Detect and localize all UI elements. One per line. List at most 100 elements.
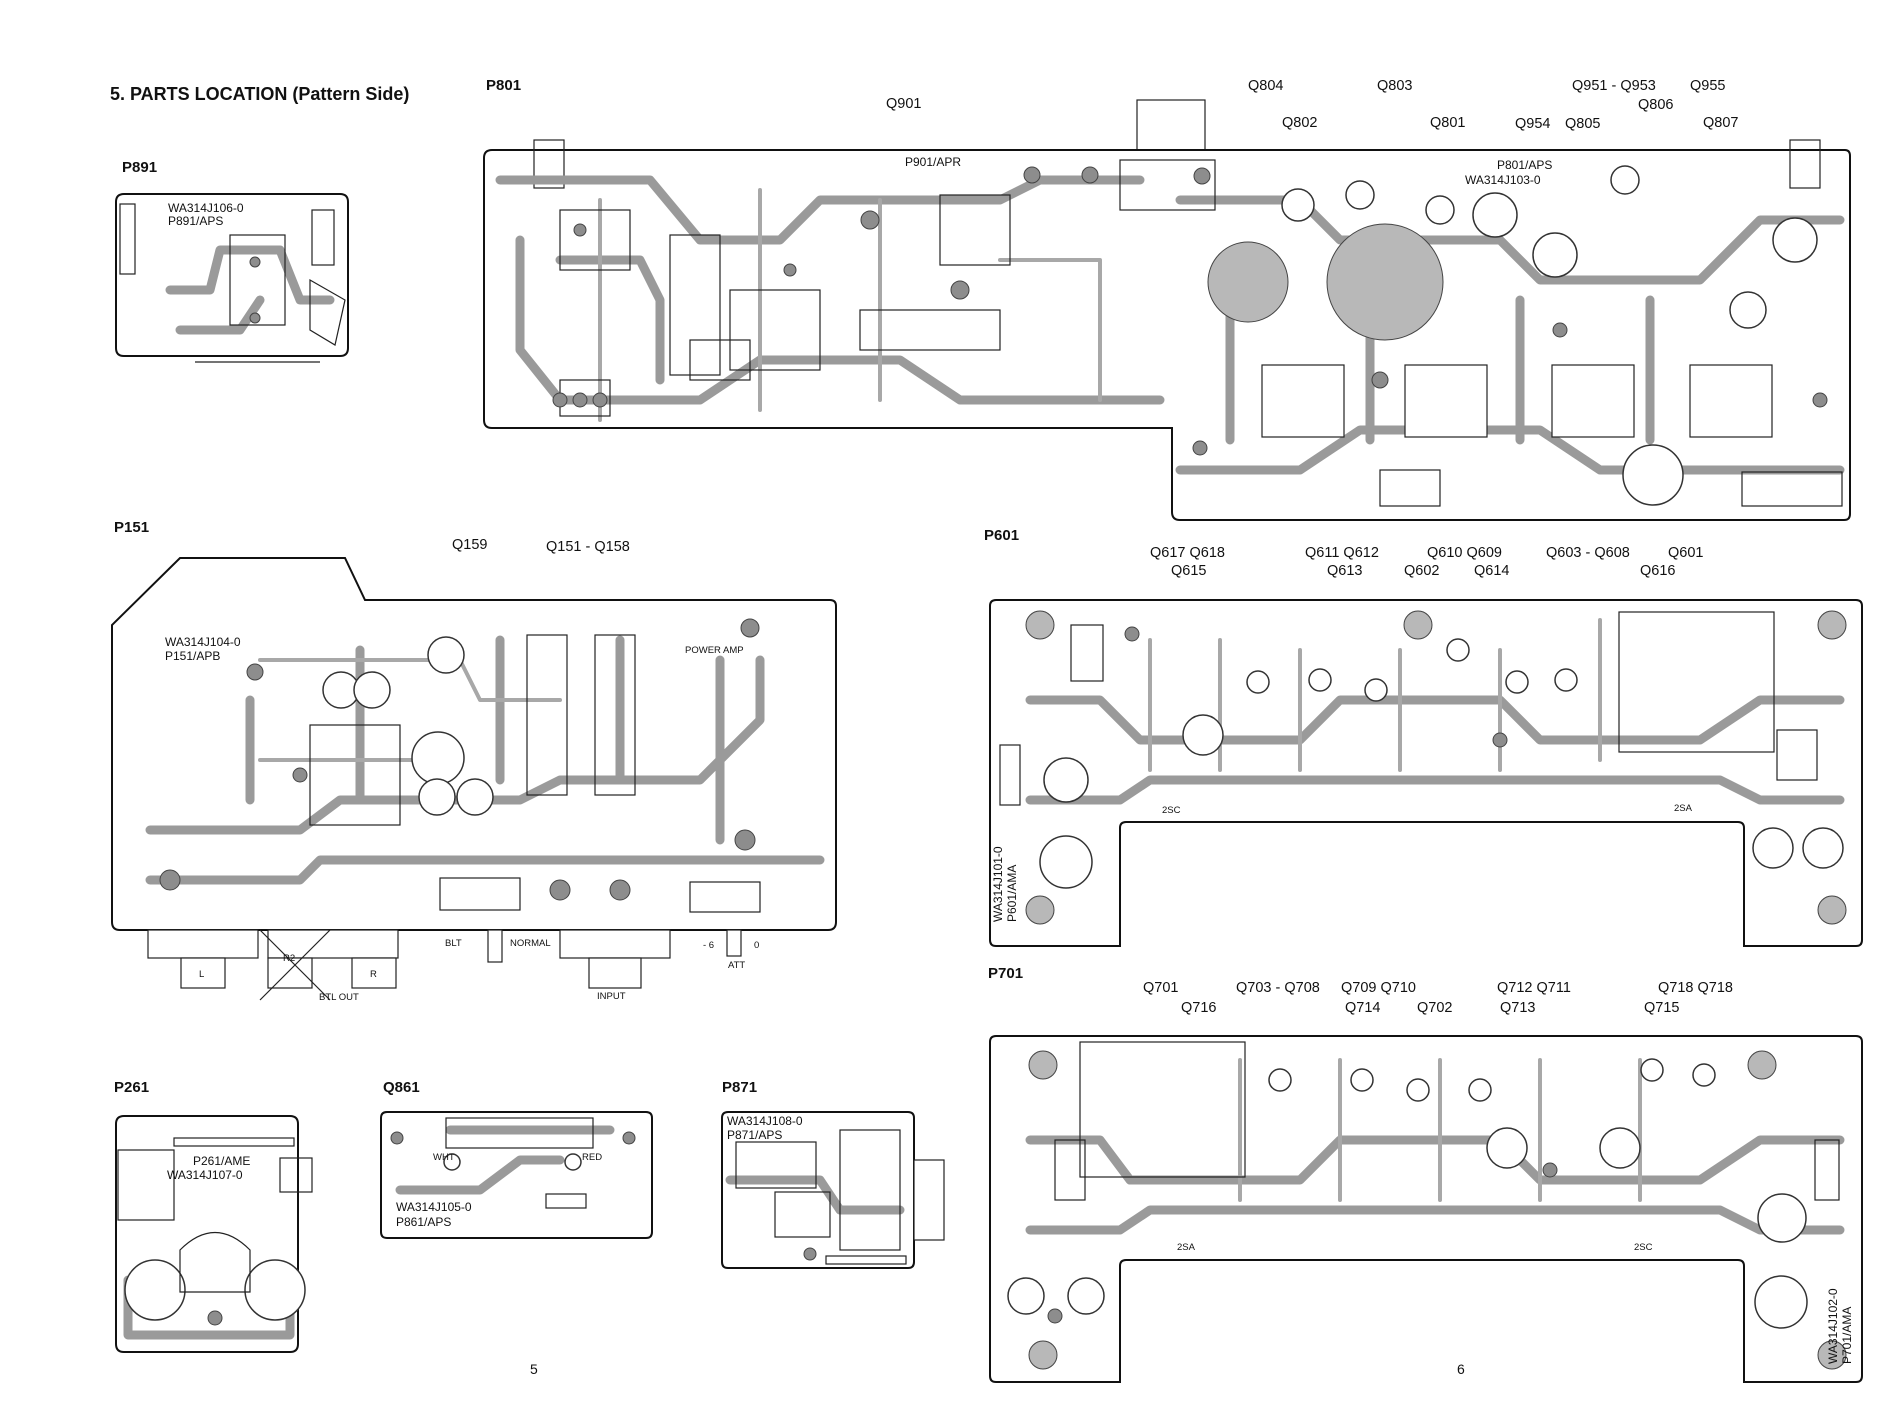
transistor	[1246, 670, 1270, 694]
trace	[165, 245, 335, 305]
transistor	[1364, 678, 1388, 702]
fuse-holder	[311, 209, 335, 266]
component	[859, 309, 1001, 351]
capacitor-large	[1326, 223, 1444, 341]
label-normal: NORMAL	[510, 938, 551, 949]
q-label-q951-q953: Q951 - Q953	[1572, 78, 1656, 94]
component	[229, 234, 286, 326]
pcb-label-2sc: 2SC	[1162, 805, 1181, 816]
pcb-label-wa314j103-0: WA314J103-0	[1465, 173, 1541, 187]
q-label-q803: Q803	[1377, 78, 1412, 94]
pcb-label-red: RED	[582, 1152, 602, 1163]
board-p801: P801 Q901 Q804 Q803 Q951 - Q953 Q955 Q80…	[483, 77, 1851, 521]
trace	[1025, 695, 1845, 745]
component	[774, 1191, 831, 1238]
capacitor	[418, 778, 456, 816]
mount-bracket-left	[533, 139, 565, 189]
pad	[246, 663, 264, 681]
board-label-p871: P871	[722, 1079, 757, 1096]
transistor	[427, 636, 465, 674]
connector-base	[559, 929, 671, 959]
mounting-hole	[1025, 895, 1055, 925]
jack-housing	[1119, 159, 1216, 211]
pcb-label-wa314j104-0: WA314J104-0	[165, 635, 241, 649]
q-label-q611-q612: Q611 Q612	[1305, 545, 1379, 561]
connector	[999, 744, 1021, 806]
q-label-q901: Q901	[886, 96, 921, 112]
connector-base	[267, 929, 399, 959]
q-label-q603-q608: Q603 - Q608	[1546, 545, 1630, 561]
transistor	[1268, 1068, 1292, 1092]
board-p261: P261 P261/AME WA314J107-0	[114, 1079, 313, 1353]
transistor	[1425, 195, 1455, 225]
transistor	[1468, 1078, 1492, 1102]
power-transistor	[1689, 364, 1773, 438]
trace	[145, 655, 765, 835]
pcb-label-2sa: 2SA	[1177, 1242, 1196, 1253]
component	[545, 1193, 587, 1209]
transistor	[1308, 668, 1332, 692]
mounting-hole	[1403, 610, 1433, 640]
capacitor	[1754, 1275, 1808, 1329]
board-p891: P891 WA314J106-0 P891/APS	[115, 159, 349, 363]
capacitor	[1599, 1127, 1641, 1169]
connector	[1814, 1139, 1840, 1201]
jack-input	[588, 957, 642, 989]
q-label-q159: Q159	[452, 537, 487, 553]
pad	[390, 1131, 404, 1145]
mounting-hole	[1747, 1050, 1777, 1080]
board-label-p801: P801	[486, 77, 521, 94]
transistor	[1729, 291, 1767, 329]
mount-bracket-right	[1789, 139, 1821, 189]
trace	[395, 1125, 615, 1195]
trace	[175, 295, 265, 335]
component	[669, 234, 721, 376]
pad	[803, 1247, 817, 1261]
q-label-q610-q609: Q610 Q609	[1427, 545, 1502, 561]
connector	[1070, 624, 1104, 682]
pad	[1492, 732, 1508, 748]
q-label-q715: Q715	[1644, 1000, 1679, 1016]
label-minus6: - 6	[703, 940, 714, 951]
transistor	[1532, 232, 1578, 278]
pad	[1542, 1162, 1558, 1178]
transistor	[1692, 1063, 1716, 1087]
q-label-q806: Q806	[1638, 97, 1673, 113]
q-label-q954: Q954	[1515, 116, 1550, 132]
q-label-q709-q710: Q709 Q710	[1341, 980, 1416, 996]
trace	[145, 855, 825, 885]
pcb-label-p861-aps: P861/APS	[396, 1215, 451, 1229]
q-label-q617-q618: Q617 Q618	[1150, 545, 1225, 561]
connector	[119, 203, 136, 275]
pcb-label-p261-ame: P261/AME	[193, 1154, 250, 1168]
pcb-label-wa314j105-0: WA314J105-0	[396, 1200, 472, 1214]
board-outline-p601	[989, 599, 1863, 947]
q-label-q151-q158: Q151 - Q158	[546, 539, 630, 555]
transistor	[1350, 1068, 1374, 1092]
pad-wht	[443, 1153, 461, 1171]
pad	[622, 1131, 636, 1145]
q-label-q802: Q802	[1282, 115, 1317, 131]
pad	[950, 280, 970, 300]
capacitor	[1182, 714, 1224, 756]
label-att: ATT	[728, 960, 745, 971]
q-label-q701: Q701	[1143, 980, 1178, 996]
pad	[609, 879, 631, 901]
board-label-p601: P601	[984, 527, 1019, 544]
mounting-hole	[1028, 1050, 1058, 1080]
power-transistor	[1261, 364, 1345, 438]
pad	[734, 829, 756, 851]
board-label-p701: P701	[988, 965, 1023, 982]
board-label-q861: Q861	[383, 1079, 420, 1096]
pad	[207, 1310, 223, 1326]
transistor	[1345, 180, 1375, 210]
page-number-left: 5	[530, 1361, 538, 1377]
capacitor	[1757, 1193, 1807, 1243]
board-label-p891: P891	[122, 159, 157, 176]
label-input: INPUT	[597, 991, 626, 1002]
capacitor	[1007, 1277, 1045, 1315]
q-label-q602: Q602	[1404, 563, 1439, 579]
component	[526, 634, 568, 796]
trace	[1025, 775, 1845, 805]
